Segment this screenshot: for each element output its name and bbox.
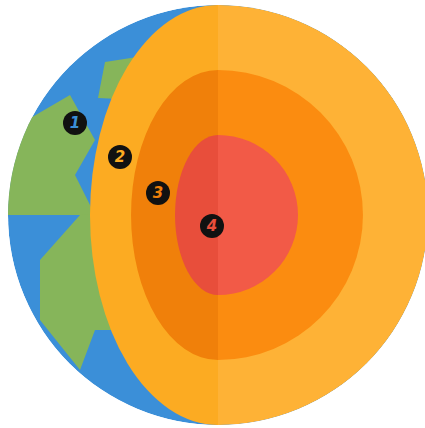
callout-number: 3	[146, 181, 170, 205]
callout-text: 2	[115, 150, 125, 165]
callout-number: 4	[200, 214, 224, 238]
callout-text: 3	[153, 186, 163, 201]
callout-text: 4	[207, 219, 217, 234]
continent	[5, 95, 95, 215]
callout-text: 1	[70, 116, 80, 131]
outer-core-right	[218, 70, 363, 360]
callout-number: 2	[108, 145, 132, 169]
inner-core-right	[218, 135, 298, 295]
mantle-right	[218, 5, 425, 425]
callout-number: 1	[63, 111, 87, 135]
mantle-left	[90, 5, 218, 425]
